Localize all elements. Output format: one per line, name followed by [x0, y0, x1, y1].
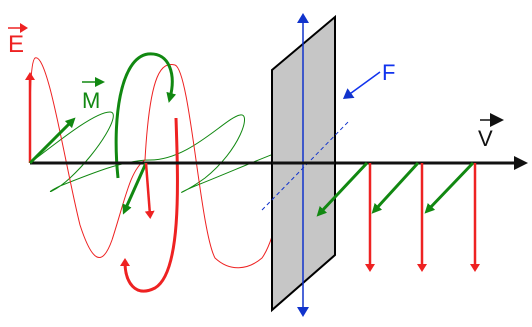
transmitted-magnetic-vector-1 — [316, 161, 369, 217]
electric-wave — [29, 57, 303, 269]
label-f: F — [382, 60, 395, 85]
label-e: E — [8, 31, 24, 58]
mid-magnetic-vector — [122, 162, 148, 215]
magnetic-wave — [29, 111, 301, 193]
magnetic-circulation-top-arrow — [114, 52, 177, 179]
transmitted-magnetic-vector-2 — [371, 161, 420, 214]
mid-electric-vector — [144, 162, 155, 219]
label-m: M — [82, 88, 100, 113]
magnetic-field-vector — [28, 117, 76, 165]
label-v: V — [478, 126, 493, 151]
f-pointer-arrow — [342, 71, 381, 99]
electric-circulation-bottom-arrow — [120, 117, 179, 293]
transmitted-magnetic-vector-3 — [424, 161, 475, 214]
